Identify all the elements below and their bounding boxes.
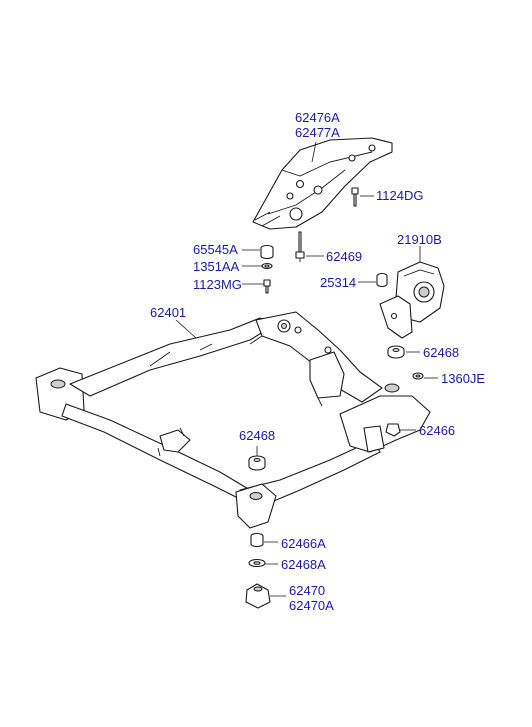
label-62401: 62401 <box>150 305 186 320</box>
bushing-62466a <box>250 532 264 548</box>
label-21910b: 21910B <box>397 232 442 247</box>
label-1124dg: 1124DG <box>376 188 423 203</box>
label-65545a: 65545A <box>193 242 238 257</box>
label-1360je: 1360JE <box>441 371 485 386</box>
washer-62468a <box>248 558 266 568</box>
label-62476a: 62476A <box>295 110 340 125</box>
mount-62470 <box>245 583 271 609</box>
label-25314: 25314 <box>320 275 356 290</box>
label-1123mg: 1123MG <box>193 277 242 292</box>
label-62469: 62469 <box>326 249 362 264</box>
subframe-62401 <box>35 311 431 529</box>
bushing-25314 <box>376 272 388 288</box>
label-1351aa: 1351AA <box>193 259 240 274</box>
nut-62466 <box>385 423 401 437</box>
bolt-62469 <box>295 231 305 262</box>
label-62470: 62470 <box>289 583 325 598</box>
bolt-1124dg <box>351 187 359 207</box>
bolt-1123mg <box>263 279 271 294</box>
clip-1360je <box>412 372 424 380</box>
label-62468a: 62468A <box>281 557 326 572</box>
bushing-65545a <box>260 244 274 260</box>
washer-1351aa <box>261 262 273 270</box>
label-62466: 62466 <box>419 423 455 438</box>
mount-62468-center <box>248 455 266 471</box>
mount-62468-right <box>387 345 405 359</box>
label-62466a: 62466A <box>281 536 326 551</box>
label-62477a: 62477A <box>295 125 340 140</box>
label-62468-center: 62468 <box>239 428 275 443</box>
label-62470a: 62470A <box>289 598 334 613</box>
upper-bracket <box>252 137 393 230</box>
engine-mount-21910b <box>379 261 445 339</box>
label-62468-right: 62468 <box>423 345 459 360</box>
